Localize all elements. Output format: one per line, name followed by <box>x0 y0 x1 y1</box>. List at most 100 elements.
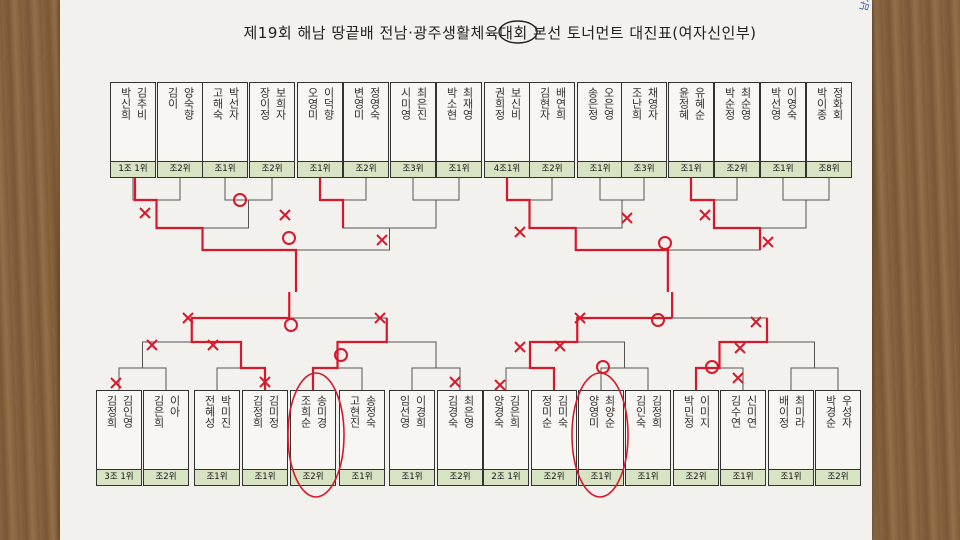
elimination-mark <box>699 209 711 221</box>
group-rank-label: 조1위 <box>669 161 713 177</box>
group-rank-label: 조2위 <box>158 161 202 177</box>
group-rank-label: 1조 1위 <box>111 161 155 177</box>
bottom-semifinal-lines <box>288 292 674 318</box>
winner-card-oval <box>287 372 345 498</box>
player-name: 최양순 <box>603 395 616 428</box>
top-round2-lines <box>156 200 807 229</box>
player-name: 최은영 <box>462 395 475 428</box>
elimination-mark <box>554 340 566 352</box>
group-rank-label: 조2위 <box>144 469 188 485</box>
top-round3-lines <box>202 228 761 251</box>
winner-circle-mark <box>233 193 247 207</box>
player-name: 최은진 <box>415 87 428 120</box>
player-name: 이경희 <box>414 395 427 428</box>
player-name: 김인숙 <box>634 395 647 428</box>
elimination-mark <box>514 341 526 353</box>
player-name: 이영숙 <box>785 87 798 120</box>
elimination-mark <box>374 312 386 324</box>
player-name: 박선자 <box>227 87 240 120</box>
group-rank-label: 조2위 <box>532 469 576 485</box>
player-name: 양숙향 <box>182 87 195 120</box>
bottom-right-winner-path <box>528 316 673 390</box>
elimination-mark <box>259 376 271 388</box>
player-name: 김정희 <box>251 395 264 428</box>
player-name: 최순영 <box>739 87 752 120</box>
player-name: 고해숙 <box>211 87 224 120</box>
group-rank-label: 조1위 <box>340 469 384 485</box>
player-name: 박경순 <box>824 395 837 428</box>
elimination-mark <box>207 339 219 351</box>
player-name: 김정희 <box>105 395 118 428</box>
top-semifinal-lines <box>295 250 669 275</box>
player-name: 권희정 <box>493 87 506 120</box>
player-name: 최재영 <box>461 87 474 120</box>
group-rank-label: 조2위 <box>674 469 718 485</box>
player-name: 보희자 <box>274 87 287 120</box>
elimination-mark <box>762 236 774 248</box>
player-name: 박미진 <box>219 395 232 428</box>
elimination-mark <box>514 226 526 238</box>
winner-circle-mark <box>658 236 672 250</box>
group-rank-label: 조1위 <box>761 161 805 177</box>
top-round1-lines <box>132 178 830 201</box>
group-rank-label: 조2위 <box>344 161 388 177</box>
player-name: 박선영 <box>769 87 782 120</box>
player-name: 정미순 <box>540 395 553 428</box>
bracket-sheet: 제19회 해남 땅끝배 전남·광주생활체육대회 본선 토너먼트 대진표(여자신인… <box>60 0 882 540</box>
group-rank-label: 조1위 <box>579 469 623 485</box>
group-rank-label: 조2위 <box>291 469 335 485</box>
player-name: 김은희 <box>508 395 521 428</box>
top-winner-path <box>689 178 762 250</box>
player-name: 신미연 <box>745 395 758 428</box>
elimination-mark <box>732 372 744 384</box>
group-rank-label: 조3위 <box>622 161 666 177</box>
player-name: 최미라 <box>793 395 806 428</box>
player-name: 김미숙 <box>556 395 569 428</box>
player-name: 양경숙 <box>492 395 505 428</box>
player-name: 김인영 <box>121 395 134 428</box>
winner-circle-mark <box>284 318 298 332</box>
group-rank-label: 조1위 <box>243 469 287 485</box>
top-right-winner-path <box>505 178 669 292</box>
player-name: 배연희 <box>554 87 567 120</box>
group-rank-label: 조1위 <box>721 469 765 485</box>
winner-circle-mark <box>596 360 610 374</box>
elimination-mark <box>449 376 461 388</box>
player-name: 송은정 <box>586 87 599 120</box>
player-name: 보신비 <box>509 87 522 120</box>
winner-circle-mark <box>651 313 665 327</box>
bottom-winner-path <box>311 318 388 390</box>
player-name: 임선영 <box>398 395 411 428</box>
elimination-mark <box>621 212 633 224</box>
player-name: 김이 <box>166 87 179 109</box>
winner-card-oval <box>571 372 629 498</box>
elimination-mark <box>182 312 194 324</box>
